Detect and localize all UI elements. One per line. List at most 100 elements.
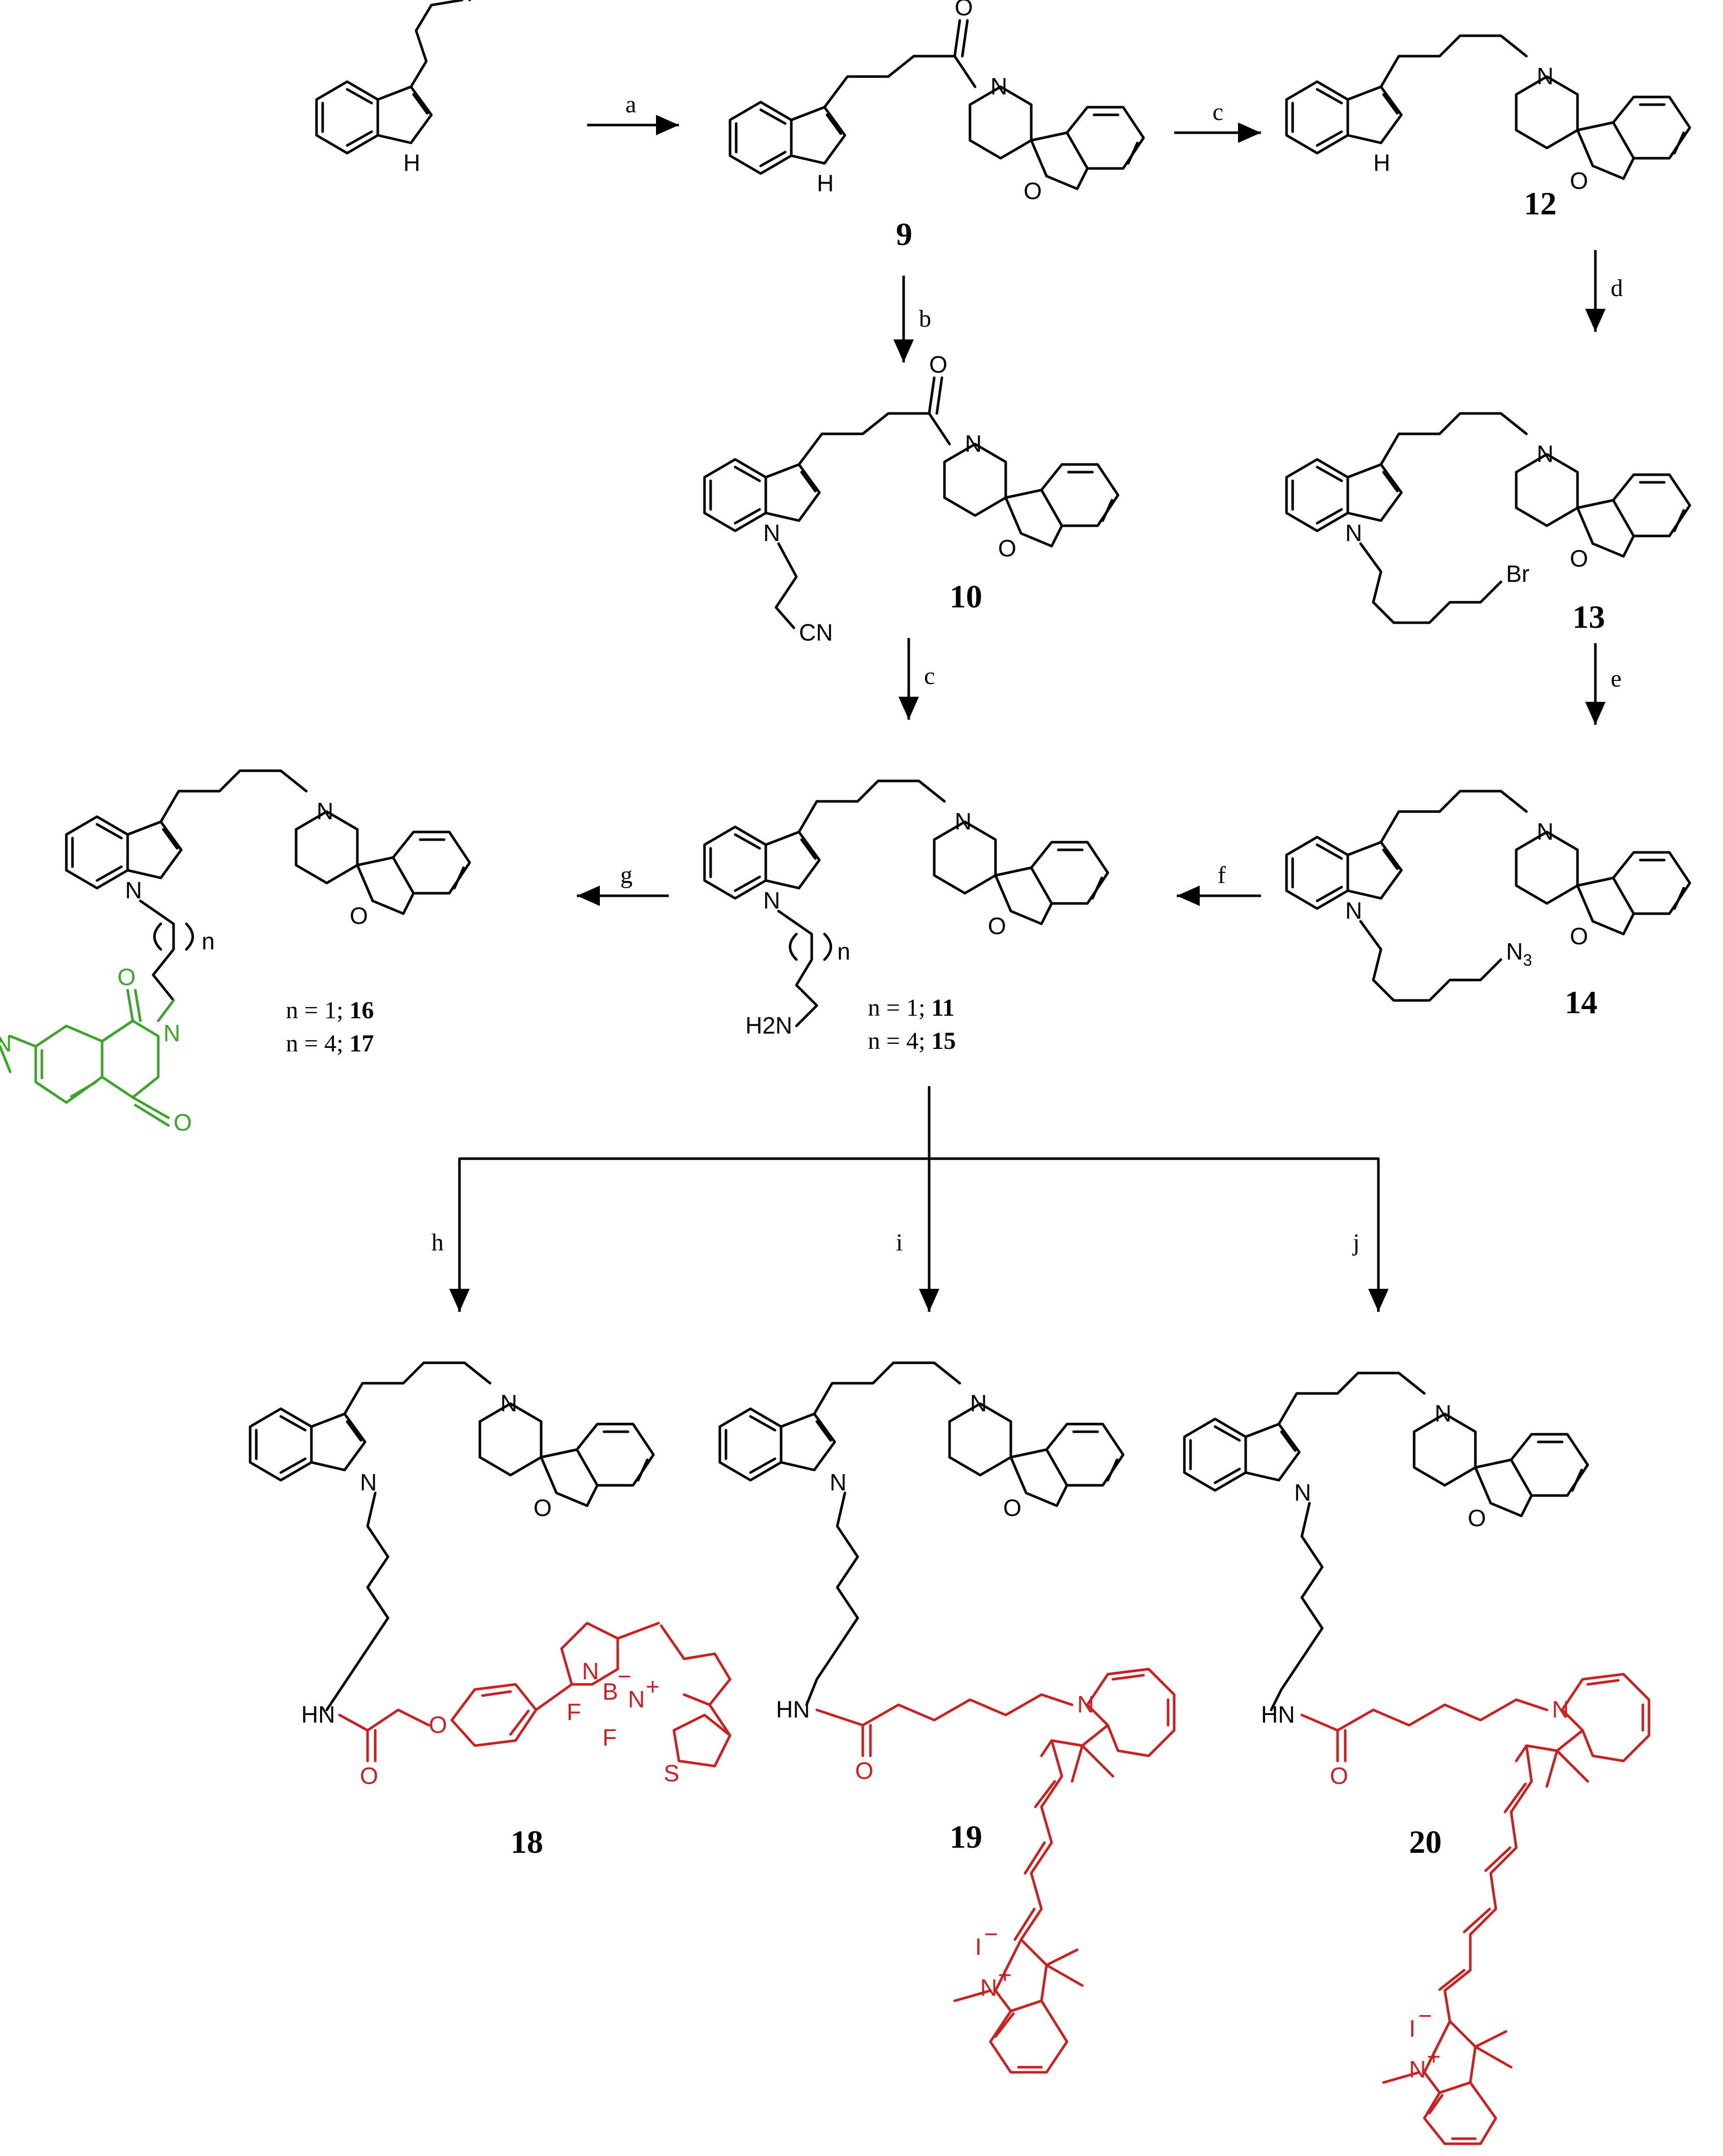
atom-n: N	[955, 808, 972, 835]
compound-18-structure: N O N HN O O N B − N + F F S	[250, 1361, 732, 1789]
atom-n: N	[1537, 818, 1554, 845]
atom-n: N	[1345, 520, 1362, 546]
atom-f: F	[567, 1699, 581, 1725]
atom-n: N	[125, 877, 142, 903]
cy5-fluorophore: O N N + I −	[815, 1668, 1176, 2074]
atom-n: N	[1409, 2056, 1426, 2082]
atom-o: O	[1570, 545, 1588, 572]
label-compound-20: 20	[1409, 1824, 1442, 1860]
atom-charge-plus: +	[998, 1962, 1012, 1988]
compound-13-structure: N O N Br	[1287, 412, 1690, 624]
label-compound-15: n = 4; 15	[868, 1027, 956, 1055]
atom-charge-plus: +	[646, 1673, 660, 1700]
label-compound-17: n = 4; 17	[286, 1030, 374, 1057]
atom-o: O	[1330, 1762, 1348, 1789]
atom-n: N	[1345, 897, 1362, 924]
atom-n: N	[1294, 1479, 1311, 1506]
atom-n: N	[1077, 1691, 1094, 1718]
reagent-c-mid: c	[924, 663, 935, 690]
atom-h: H	[403, 150, 420, 176]
compound-10-structure: O N O N CN	[705, 351, 1118, 646]
label-compound-13: 13	[1572, 599, 1605, 635]
atom-h: H	[1373, 150, 1390, 176]
atom-iodide: I	[975, 1933, 982, 1960]
atom-h: H	[817, 170, 834, 197]
compound-20-structure: N O N HN O N	[1184, 1371, 1651, 2145]
atom-n: N	[763, 887, 780, 914]
atom-o: O	[988, 913, 1006, 939]
compound-14-structure: N O N N3	[1287, 790, 1690, 1002]
compound-16-17-structure: N O N n O N O N	[0, 769, 470, 1136]
label-compound-16: n = 1; 16	[286, 997, 374, 1024]
atom-o: O	[855, 1757, 873, 1784]
atom-n: N	[500, 1390, 517, 1416]
dimethylaminophthalimide-fluorophore: O N O N	[0, 964, 192, 1136]
atom-h2n: H2N	[745, 1012, 792, 1039]
atom-o: O	[1003, 1494, 1022, 1521]
label-compound-14: 14	[1565, 984, 1597, 1020]
atom-b: B	[602, 1678, 618, 1705]
atom-n: N	[317, 798, 333, 824]
label-compound-12: 12	[1524, 185, 1557, 222]
label-compound-9: 9	[896, 216, 912, 252]
reagent-j: j	[1352, 1229, 1360, 1256]
atom-n3: N3	[1506, 938, 1532, 969]
atom-n: N	[1552, 1696, 1569, 1723]
atom-n: N	[0, 1030, 12, 1057]
atom-o: O	[1570, 167, 1588, 194]
atom-o: O	[1468, 1505, 1486, 1531]
reagent-i: i	[896, 1229, 903, 1256]
atom-o: O	[429, 1711, 447, 1738]
atom-hn: HN	[1261, 1701, 1295, 1728]
reagent-d: d	[1611, 275, 1623, 302]
atom-n-subscript: n	[837, 938, 851, 965]
atom-o: O	[1570, 923, 1588, 949]
atom-o: O	[1024, 178, 1042, 204]
atom-n: N	[1435, 1400, 1451, 1427]
atom-hn: HN	[776, 1696, 810, 1723]
atom-o: O	[174, 1109, 192, 1136]
atom-o: O	[929, 351, 948, 378]
atom-n: N	[360, 1469, 377, 1496]
atom-n: N	[763, 520, 780, 546]
atom-charge-minus: −	[984, 1921, 998, 1947]
reagent-a: a	[625, 91, 636, 118]
atom-iodide: I	[1409, 2015, 1416, 2042]
atom-o: O	[360, 1762, 378, 1789]
atom-cn: CN	[799, 619, 833, 646]
atom-br: Br	[1506, 560, 1530, 587]
bodipy-fluorophore: O O N B − N + F F S	[338, 1622, 732, 1789]
atom-n: N	[830, 1469, 846, 1496]
reagent-e: e	[1611, 665, 1621, 692]
label-compound-19: 19	[950, 1819, 982, 1855]
compound-19-structure: N O N HN O N N	[720, 1361, 1176, 2074]
atom-o: O	[533, 1494, 552, 1521]
reagent-g: g	[620, 862, 633, 889]
atom-o: O	[998, 535, 1016, 561]
atom-charge-plus: +	[1427, 2043, 1441, 2070]
label-compound-10: 10	[950, 578, 982, 615]
compound-12-structure: N O H	[1287, 34, 1690, 194]
atom-hn: HN	[301, 1701, 335, 1728]
atom-n: N	[965, 430, 982, 457]
compound-11-15-structure: N O N n H2N	[705, 779, 1108, 1039]
atom-f: F	[602, 1724, 617, 1751]
atom-n: N	[582, 1658, 599, 1684]
starting-material: O OH H	[317, 0, 471, 176]
atom-o: O	[955, 0, 973, 20]
atom-n: N	[980, 1974, 997, 2001]
reagent-h: h	[431, 1229, 444, 1256]
atom-o: O	[117, 964, 136, 990]
compound-9-structure: O N O H	[730, 0, 1144, 204]
atom-n: N	[970, 1390, 987, 1416]
atom-charge-minus: −	[618, 1663, 632, 1689]
reagent-c-top: c	[1212, 99, 1223, 126]
atom-o: O	[350, 902, 368, 929]
atom-n: N	[1537, 63, 1554, 89]
atom-n-subscript: n	[202, 928, 215, 954]
label-compound-18: 18	[511, 1824, 543, 1860]
reagent-f: f	[1218, 862, 1226, 889]
atom-charge-minus: −	[1418, 2002, 1432, 2029]
atom-s: S	[664, 1760, 680, 1786]
